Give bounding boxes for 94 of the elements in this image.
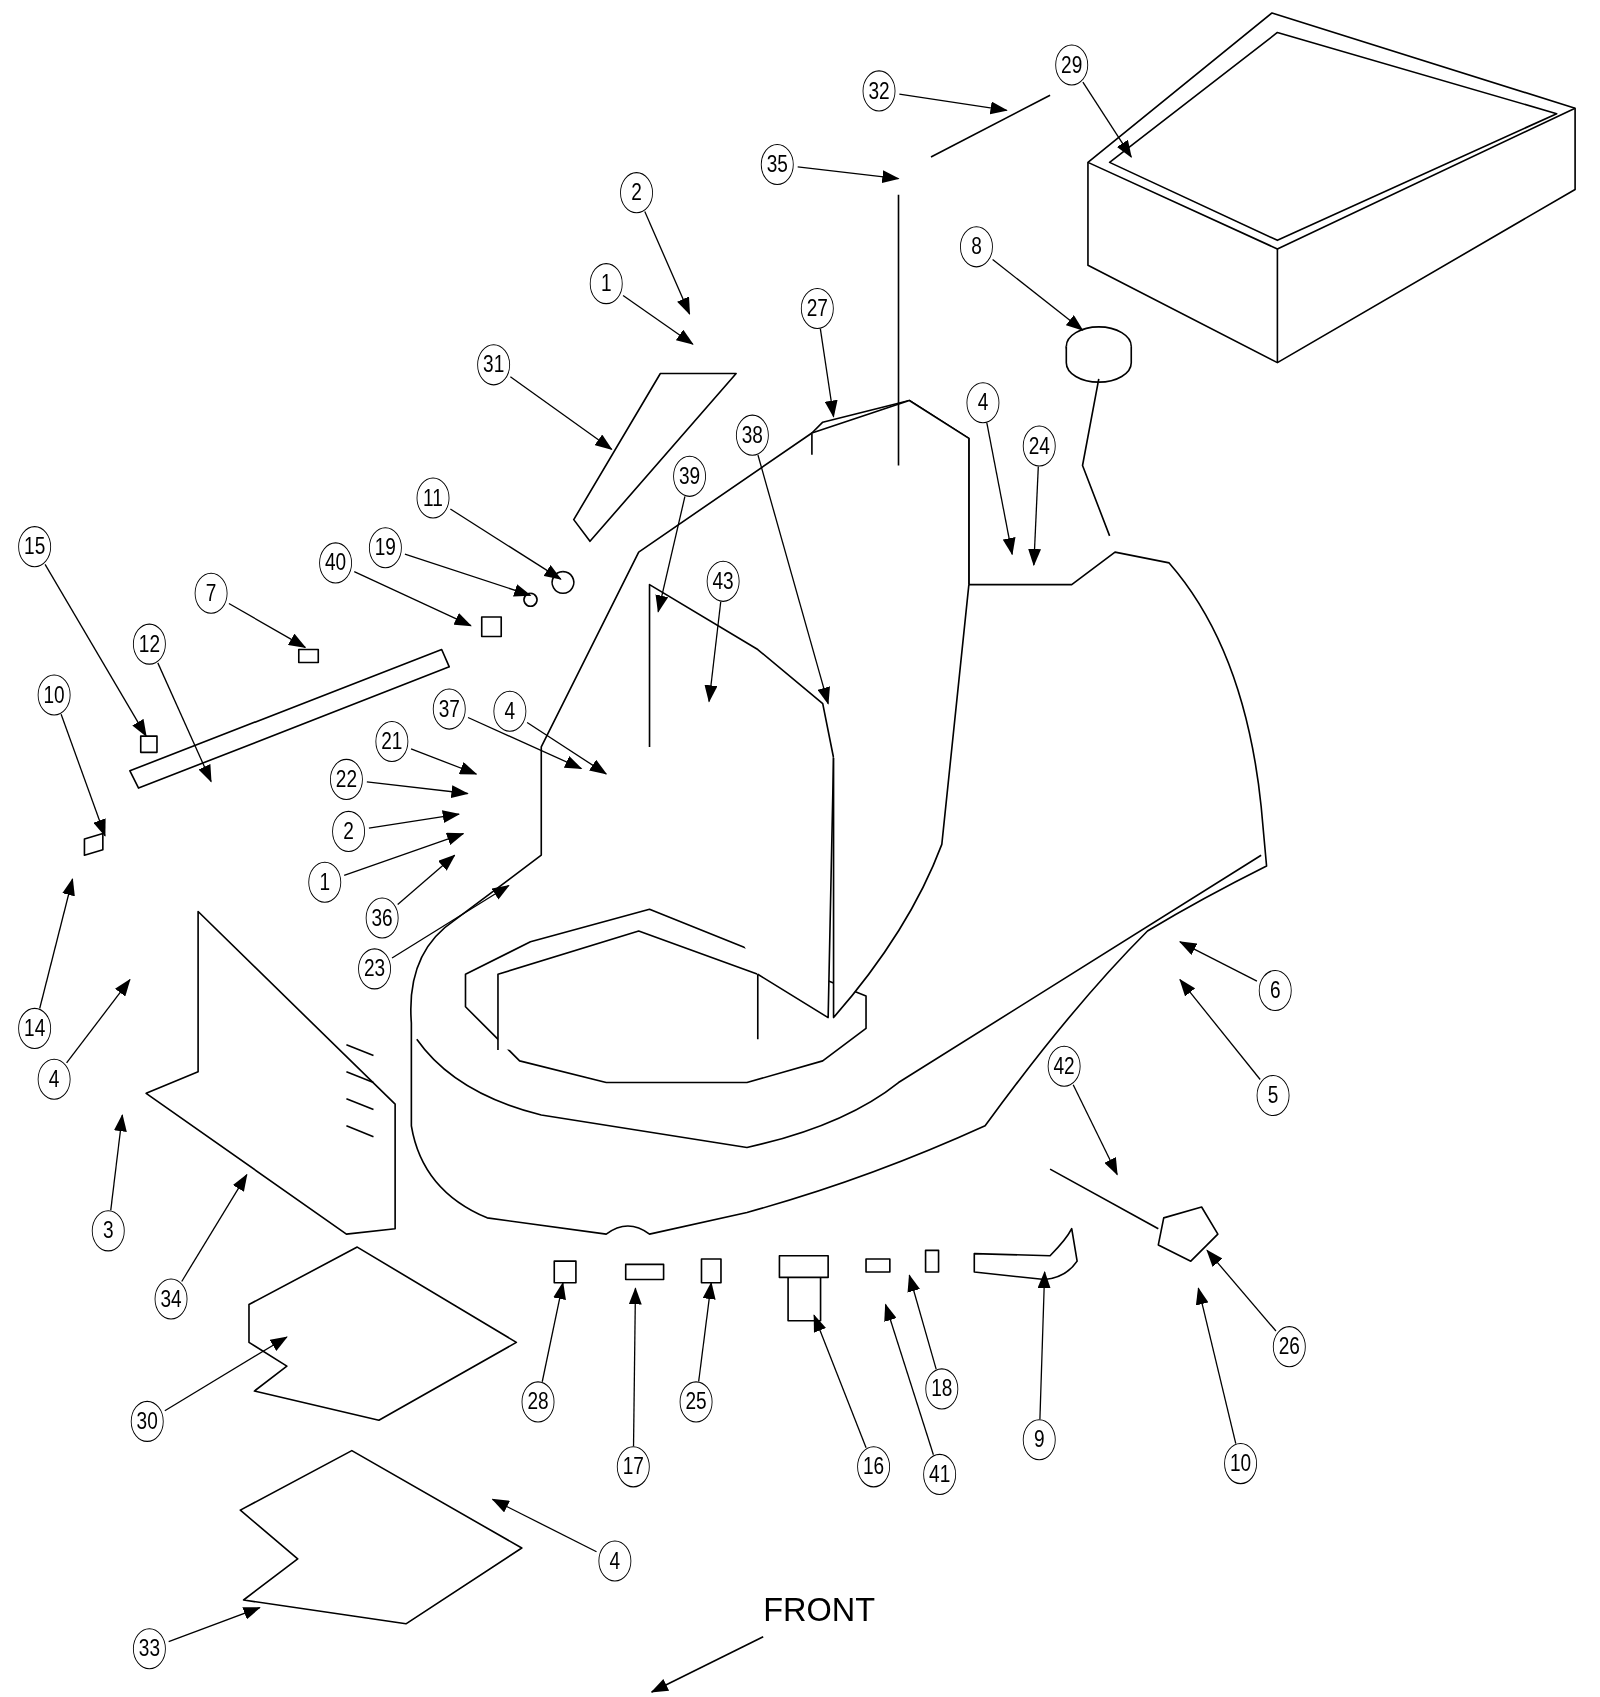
leader-line	[541, 1281, 566, 1383]
callout-number: 32	[862, 70, 896, 112]
leader-line	[1179, 941, 1258, 982]
leader-line	[1206, 1249, 1277, 1332]
callout-number: 27	[800, 287, 834, 330]
callout-number: 4	[493, 690, 527, 732]
callout-number: 17	[616, 1446, 650, 1488]
leader-line	[655, 495, 686, 613]
leader-line	[60, 713, 106, 837]
leader-line	[644, 210, 691, 315]
callout-number: 5	[1256, 1074, 1290, 1117]
leader-line	[164, 1336, 288, 1412]
leader-line	[704, 601, 722, 703]
callout-number: 4	[966, 382, 1000, 424]
callout-number: 3	[91, 1210, 125, 1252]
callout-number: 12	[132, 623, 166, 665]
leader-line	[526, 721, 608, 775]
leader-line	[491, 1498, 598, 1553]
direction-label: FRONT	[763, 1591, 876, 1629]
callout-number: 7	[194, 572, 228, 614]
leader-line	[884, 1303, 935, 1456]
callout-number: 10	[1224, 1443, 1258, 1485]
callout-number: 21	[375, 720, 409, 763]
leader-line	[628, 1287, 642, 1447]
callout-number: 26	[1272, 1326, 1306, 1368]
callout-number: 8	[960, 226, 993, 268]
callout-number: 38	[735, 414, 769, 456]
callout-number: 30	[130, 1400, 164, 1442]
leader-line	[168, 1606, 261, 1643]
leader-line	[1195, 1287, 1237, 1445]
leader-line	[44, 563, 147, 738]
leader-line	[410, 748, 478, 775]
callout-number: 2	[332, 810, 366, 852]
leader-line	[65, 978, 131, 1064]
callout-number: 11	[416, 477, 450, 519]
callout-number: 4	[598, 1540, 632, 1582]
leader-line	[343, 832, 465, 877]
callout-number: 29	[1055, 44, 1089, 86]
callout-number: 4	[37, 1058, 71, 1100]
leader-line	[467, 716, 583, 770]
leader-line	[353, 570, 472, 627]
leader-line	[1082, 81, 1132, 158]
leader-line	[986, 422, 1016, 556]
leader-line	[1028, 465, 1042, 567]
leader-line	[157, 662, 212, 783]
leader-line	[39, 877, 75, 1010]
callout-number: 1	[308, 861, 342, 903]
leader-line	[449, 508, 562, 580]
callout-number: 34	[154, 1278, 188, 1320]
callout-number: 41	[923, 1453, 957, 1495]
callout-number: 28	[521, 1381, 555, 1423]
leader-line	[907, 1274, 937, 1370]
callout-number: 31	[477, 344, 511, 386]
callout-number: 23	[358, 948, 391, 990]
callout-number: 2	[620, 172, 653, 214]
callout-number: 16	[857, 1446, 891, 1488]
callout-number: 10	[37, 674, 71, 716]
callout-number: 1	[589, 263, 623, 305]
leader-line	[397, 854, 456, 906]
callout-number: 19	[368, 527, 402, 569]
leader-line	[509, 376, 613, 450]
callout-number: 25	[679, 1381, 713, 1423]
callout-number: 33	[132, 1628, 166, 1670]
leader-line	[898, 93, 1008, 115]
leader-line	[1037, 1270, 1051, 1420]
leader-line	[366, 781, 469, 799]
callout-number: 42	[1047, 1045, 1081, 1087]
leader-line	[181, 1173, 248, 1283]
leader-line	[757, 454, 830, 705]
callout-number: 6	[1258, 969, 1292, 1012]
leader-line	[698, 1281, 716, 1383]
callout-number: 18	[925, 1368, 959, 1410]
callout-number: 9	[1022, 1419, 1056, 1461]
leader-line	[991, 258, 1084, 331]
leader-line	[813, 1314, 867, 1449]
leader-line	[1072, 1084, 1118, 1176]
leader-line	[622, 294, 694, 345]
callout-number: 14	[18, 1007, 52, 1049]
leader-line	[1179, 978, 1261, 1081]
leader-line	[404, 553, 532, 597]
callout-number: 35	[760, 144, 794, 186]
leader-line	[819, 328, 838, 418]
leader-line	[228, 602, 307, 648]
callout-number: 36	[365, 897, 399, 939]
leader-line	[391, 884, 510, 959]
callout-number: 24	[1022, 425, 1056, 467]
callout-number: 40	[319, 542, 353, 584]
leader-line	[368, 810, 461, 829]
leader-line	[797, 166, 900, 184]
callout-number: 39	[673, 455, 707, 497]
callout-number: 37	[432, 688, 466, 730]
callout-number: 22	[329, 758, 363, 800]
leader-line	[110, 1113, 127, 1212]
callout-number: 15	[18, 526, 52, 568]
